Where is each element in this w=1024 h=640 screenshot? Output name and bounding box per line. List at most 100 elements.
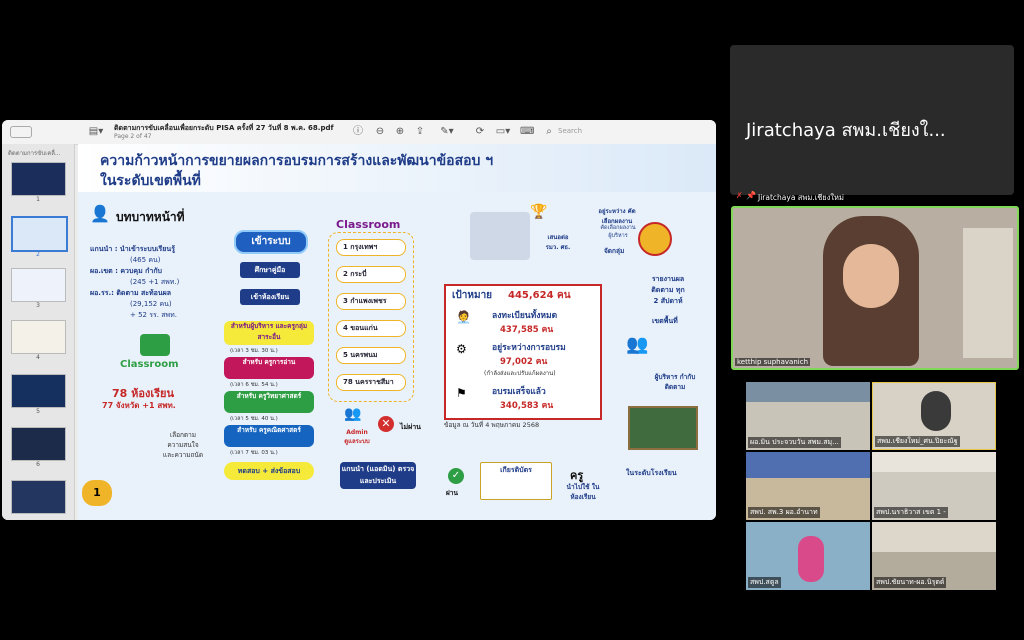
role-line: + 52 รร. สพท. — [130, 311, 177, 319]
participant-tile[interactable]: ผอ.มิน ประจวบวัน สพม.สมุ... — [746, 382, 870, 450]
classroom-list-title: Classroom — [336, 218, 401, 231]
role-line: ผอ.รร.: ติดตาม สะท้อนผล — [90, 289, 172, 297]
stat-label: อบรมเสร็จแล้ว — [492, 387, 546, 397]
training-icon: ⚙ — [456, 342, 467, 356]
info-icon[interactable]: ⓘ — [353, 126, 363, 137]
report-label: รายงานผล ติดตาม ทุก 2 สัปดาห์ — [651, 275, 685, 305]
in-progress-note: (กำลังส่งและปรับแก้ผลงาน) — [484, 370, 556, 377]
classroom-item: 5 นครพนม — [336, 347, 406, 364]
slide-title-line2: ในระดับเขตพื้นที่ — [100, 173, 201, 189]
thumbnail-page-5[interactable] — [11, 374, 66, 408]
participant-tile[interactable]: สพป.สตูล — [746, 522, 870, 590]
stat-label: ลงทะเบียนทั้งหมด — [492, 311, 558, 321]
deputy-note: อยู่ระหว่าง คัดเลือกผลงาน — [598, 208, 636, 225]
register-icon: 🧑‍💼 — [456, 310, 471, 324]
school-admin-label: ผู้บริหาร กำกับติดตาม — [654, 373, 696, 391]
speaker-face — [843, 244, 899, 308]
thumbnail-page-1[interactable] — [11, 162, 66, 196]
certificate-box: เกียรติบัตร — [480, 462, 552, 500]
participant-tile[interactable]: สพป.นราธิวาส เขต 1 - — [872, 452, 996, 520]
slide-page: ความก้าวหน้าการขยายผลการอบรมการสร้างและพ… — [78, 144, 716, 520]
track-math-box: สำหรับ ครูคณิตศาสตร์ — [224, 425, 314, 447]
select-work-note: คัดเลือกผลงาน ผู้บริหาร — [600, 225, 636, 239]
mic-muted-icon: ✗ — [736, 191, 743, 200]
participant-name: ผอ.มิน ประจวบวัน สพม.สมุ... — [748, 437, 841, 448]
active-speaker-label: Jiratchaya สพม.เชียงใหม่ — [758, 193, 844, 202]
track-science-box: สำหรับ ครูวิทยาศาสตร์ — [224, 391, 314, 413]
stat-label: อยู่ระหว่างการอบรม — [492, 343, 566, 353]
rotate-icon[interactable]: ⟳ — [475, 126, 485, 137]
completed-icon: ⚑ — [456, 386, 467, 400]
thumbnail-page-4[interactable] — [11, 320, 66, 354]
admin-label: Admin ดูแลระบบ — [344, 429, 370, 445]
roles-list: แกนนำ : นำเข้าระบบเรียนรู้ (465 คน) ผอ.เ… — [90, 244, 220, 321]
speaker-name-banner: Jiratchaya สพม.เชียงใ... — [730, 45, 1014, 195]
participant-name: สพป.นราธิวาส เขต 1 - — [874, 507, 948, 518]
classroom-item: 4 ขอนแก่น — [336, 320, 406, 337]
track-time: (เวลา 5 ชม. 40 น.) — [230, 416, 278, 422]
background-wall — [963, 228, 1013, 358]
tile-figure — [921, 391, 951, 431]
classroom-item: 78 นครราชสีมา — [336, 374, 406, 391]
speaker-video-name: ketthip suphavanich — [735, 358, 811, 366]
slide-number-badge: 1 — [82, 480, 112, 506]
view-menu-icon[interactable]: ▤▾ — [88, 126, 104, 137]
data-date: ข้อมูล ณ วันที่ 4 พฤษภาคม 2568 — [444, 421, 540, 429]
roles-heading: บทบาทหน้าที่ — [116, 210, 185, 224]
highlight-icon[interactable]: ▭▾ — [495, 126, 511, 137]
classroom-logo-icon — [140, 334, 170, 356]
annotate-icon[interactable]: ⌨ — [520, 126, 535, 137]
pdf-viewer-window: ▤▾ ติดตามการขับเคลื่อนเพื่อยกระดับ PISA … — [2, 120, 716, 520]
speaker-banner-name: Jiratchaya สพม.เชียงใ... — [746, 120, 946, 141]
rooms-count: 78 ห้องเรียน — [112, 387, 174, 400]
participant-tile[interactable]: สพป. สพ.3 ผอ.อำนาท — [746, 452, 870, 520]
district-label: เขตพื้นที่ — [652, 317, 678, 325]
participant-name: สพป. สพ.3 ผอ.อำนาท — [748, 507, 820, 518]
school-level-label: ในระดับโรงเรียน — [626, 469, 677, 477]
apply-class-label: นำไปใช้ ในห้องเรียน — [566, 483, 600, 501]
participant-name: สพม.เชียงใหม่_ศน.ปิยะณัฐ — [875, 436, 960, 447]
tile-figure — [798, 536, 824, 582]
viewer-toolbar: ▤▾ ติดตามการขับเคลื่อนเพื่อยกระดับ PISA … — [2, 120, 716, 145]
thumbnail-page-3[interactable] — [11, 268, 66, 302]
zoom-out-icon[interactable]: ⊖ — [375, 126, 385, 137]
role-line: (245 +1 สพท.) — [130, 278, 180, 286]
participant-tile[interactable]: สพม.เชียงใหม่_ศน.ปิยะณัฐ — [872, 382, 996, 450]
emblem-icon — [638, 222, 672, 256]
group-label: จัดกลุ่ม — [604, 247, 625, 255]
zoom-in-icon[interactable]: ⊕ — [395, 126, 405, 137]
trophy-icon: 🏆 — [530, 204, 548, 220]
tile-banner — [872, 452, 996, 472]
participant-tile[interactable]: สพป.ชัยนาท-ผอ.นิรุตต์ — [872, 522, 996, 590]
slide-title-line1: ความก้าวหน้าการขยายผลการอบรมการสร้างและพ… — [100, 153, 494, 169]
tile-banner — [872, 522, 996, 552]
search-icon[interactable]: ⌕ — [546, 126, 552, 137]
role-line: (29,152 คน) — [130, 300, 172, 308]
document-title: ติดตามการขับเคลื่อนเพื่อยกระดับ PISA ครั… — [114, 124, 334, 132]
page-info: Page 2 of 47 — [114, 133, 152, 140]
fail-label: ไม่ผ่าน — [400, 423, 421, 431]
admin-group-icon: 👥 — [344, 406, 362, 422]
thumbnail-page-7[interactable] — [11, 480, 66, 514]
share-icon[interactable]: ⇪ — [415, 126, 425, 137]
person-icon: 👤 — [90, 204, 110, 223]
classroom-item: 1 กรุงเทพฯ — [336, 239, 406, 256]
minister-caption: เสนอต่อ รมว. ศธ. — [545, 234, 571, 251]
speaker-video-tile[interactable]: ketthip suphavanich — [731, 206, 1019, 370]
search-input[interactable]: Search — [558, 127, 583, 135]
thumbnail-page-2-selected[interactable] — [11, 216, 68, 252]
thumbnail-sidebar: ติดตามการขับเคลื่... 1 2 3 4 5 6 — [2, 144, 75, 520]
slide-header — [78, 144, 716, 192]
classroom-item: 2 กระบี่ — [336, 266, 406, 283]
markup-icon[interactable]: ✎▾ — [440, 126, 454, 137]
chalkboard-icon — [628, 406, 698, 450]
thumbnail-page-6[interactable] — [11, 427, 66, 461]
thumbnail-number: 3 — [36, 302, 40, 309]
track-time: (เวลา 7 ชม. 03 น.) — [230, 450, 278, 456]
sidebar-toggle-icon[interactable] — [10, 126, 32, 138]
stat-value: 97,002 คน — [500, 357, 548, 367]
target-value: 445,624 คน — [508, 290, 571, 301]
thumbnail-number: 2 — [36, 251, 40, 258]
provinces-count: 77 จังหวัด +1 สพท. — [102, 401, 176, 410]
track-reading-box: สำหรับ ครูการอ่าน — [224, 357, 314, 379]
